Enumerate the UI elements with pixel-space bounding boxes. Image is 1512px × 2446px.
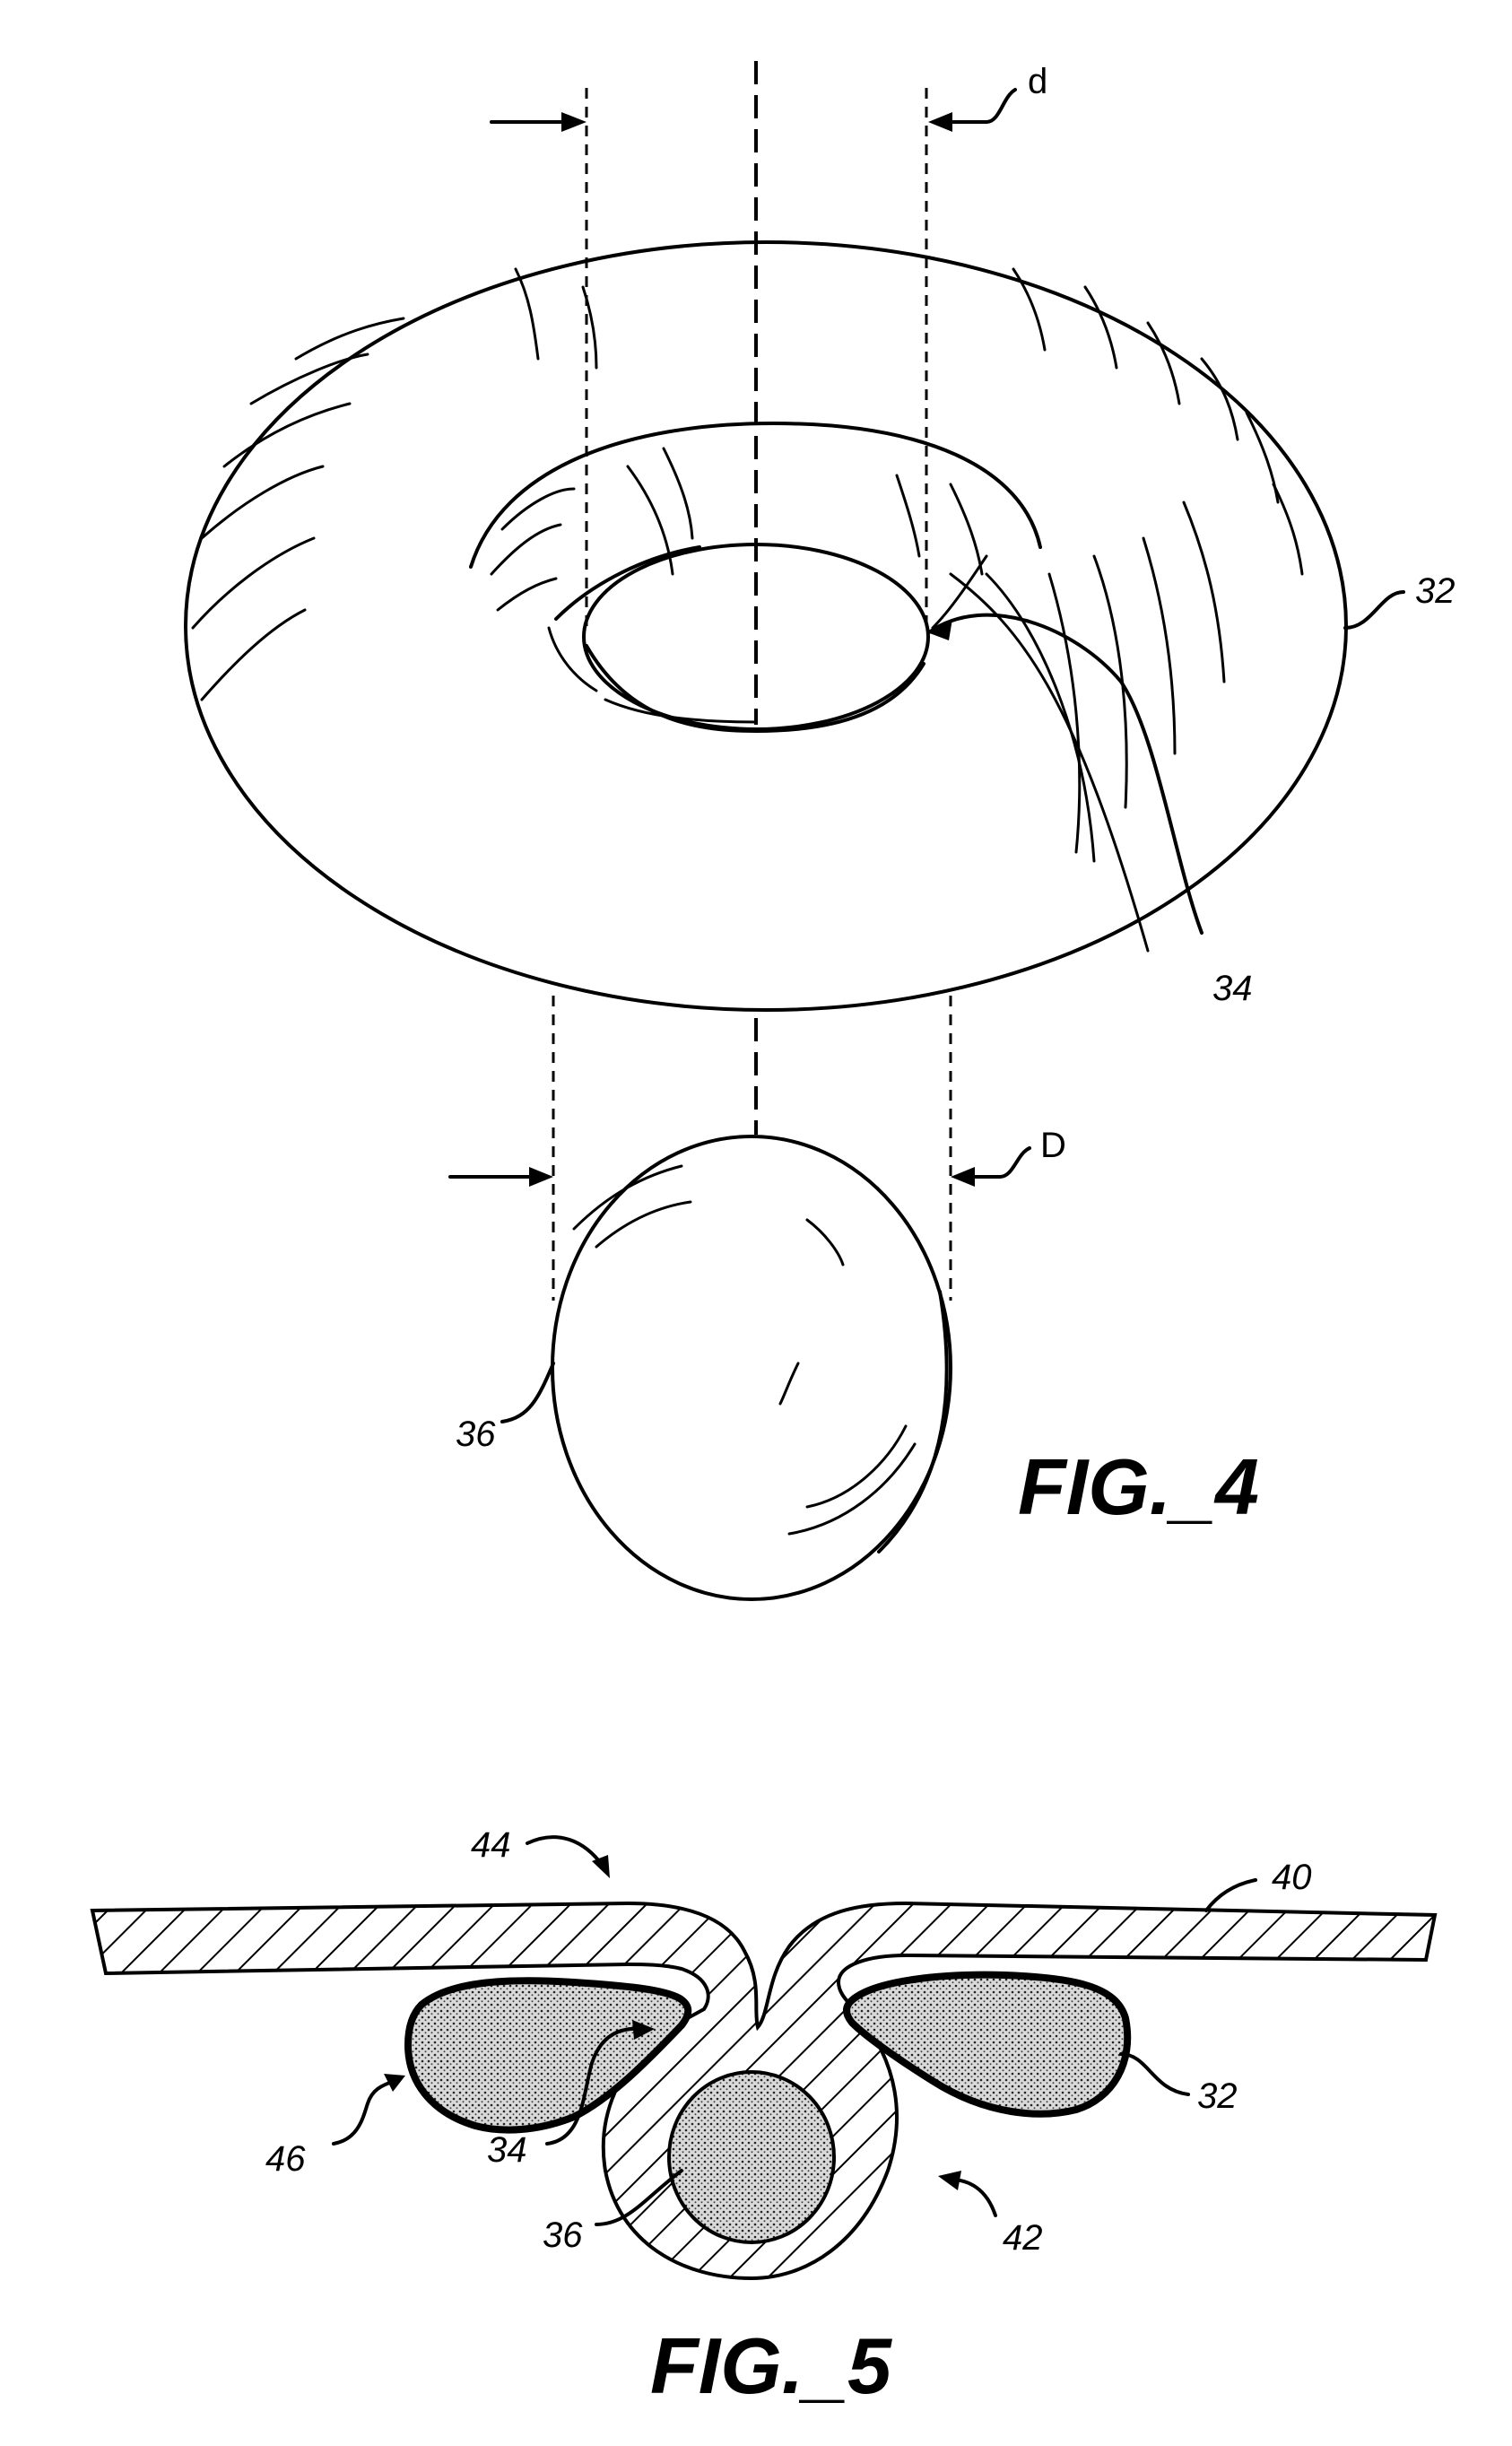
- opening-label: 34: [1212, 969, 1253, 1008]
- figure-4-caption: FIG._4: [1018, 1442, 1259, 1531]
- fold-label: 44: [471, 1825, 511, 1865]
- loop-label: 46: [265, 2139, 306, 2179]
- pocket-label: 42: [1003, 2218, 1043, 2258]
- inner-diameter-label: d: [1028, 62, 1047, 101]
- torus-marker: 32: [1345, 571, 1456, 628]
- torus: [186, 242, 1346, 1010]
- ball-label-5: 36: [543, 2215, 583, 2255]
- ball-diameter-label: D: [1040, 1126, 1066, 1165]
- loop-marker: 46: [265, 2074, 405, 2179]
- fold-marker: 44: [471, 1825, 610, 1878]
- right-torus-label: 32: [1197, 2076, 1238, 2116]
- inner-diameter-marker: d: [491, 62, 1047, 132]
- opening-label-5: 34: [487, 2130, 527, 2170]
- ball-label: 36: [456, 1415, 496, 1454]
- figure-4: d: [186, 61, 1456, 1599]
- right-torus-marker: 32: [1121, 2054, 1238, 2116]
- layer-marker: 40: [1206, 1858, 1312, 1911]
- pocket-marker: 42: [938, 2171, 1043, 2258]
- figure-5: 44 40 32 34 46 36 42 FIG._5: [92, 1825, 1435, 2410]
- ball: 36: [456, 1136, 951, 1599]
- figure-5-caption: FIG._5: [650, 2321, 892, 2410]
- ball-section: [669, 2072, 834, 2242]
- torus-label: 32: [1415, 571, 1456, 611]
- layer-label: 40: [1272, 1858, 1312, 1897]
